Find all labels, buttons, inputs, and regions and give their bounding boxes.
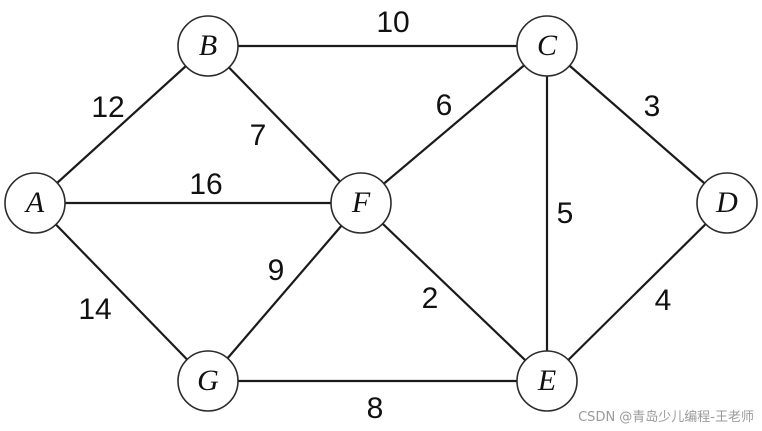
edge-weight-c-d: 3 <box>644 90 661 123</box>
edge-weight-b-c: 10 <box>376 6 409 39</box>
edge-weights-layer: 12 16 14 10 7 6 3 5 4 2 9 8 <box>78 6 671 425</box>
edge-weight-a-f: 16 <box>189 168 222 201</box>
edge-weight-c-e: 5 <box>557 197 574 230</box>
edge-weight-g-e: 8 <box>367 392 384 425</box>
node-circle-f <box>330 172 392 234</box>
node-f: F <box>330 172 392 234</box>
edge-weight-d-e: 4 <box>655 284 672 317</box>
node-c: C <box>516 15 578 77</box>
node-circle-e <box>516 350 578 412</box>
node-label-b: B <box>199 29 217 62</box>
node-e: E <box>516 350 578 412</box>
node-circle-d <box>696 172 758 234</box>
edge-weight-a-g: 14 <box>78 293 111 326</box>
node-label-f: F <box>351 186 371 219</box>
edge-b-f <box>207 45 362 204</box>
node-label-c: C <box>537 29 558 62</box>
edge-weight-a-b: 12 <box>91 91 124 124</box>
node-label-d: D <box>715 186 738 219</box>
node-label-e: E <box>537 364 556 397</box>
nodes-layer: A B C D E F G <box>4 15 758 412</box>
node-circle-g <box>177 350 239 412</box>
edge-c-f <box>360 45 548 204</box>
node-circle-b <box>177 15 239 77</box>
edge-weight-f-e: 2 <box>422 282 439 315</box>
edge-f-g <box>207 202 362 382</box>
node-circle-c <box>516 15 578 77</box>
edge-weight-b-f: 7 <box>250 119 267 152</box>
node-b: B <box>177 15 239 77</box>
node-label-g: G <box>197 364 219 397</box>
node-label-a: A <box>24 186 45 219</box>
node-d: D <box>696 172 758 234</box>
edge-a-g <box>34 202 209 382</box>
edge-f-e <box>360 202 548 382</box>
edge-a-b <box>34 45 209 204</box>
node-g: G <box>177 350 239 412</box>
edge-c-d <box>546 45 728 204</box>
edges-layer <box>34 44 728 383</box>
edge-d-e <box>546 202 728 382</box>
edge-weight-c-f: 6 <box>436 89 453 122</box>
edge-weight-f-g: 9 <box>268 254 285 287</box>
watermark: CSDN @青岛少儿编程-王老师 <box>578 410 754 425</box>
node-circle-a <box>4 172 66 234</box>
node-a: A <box>4 172 66 234</box>
